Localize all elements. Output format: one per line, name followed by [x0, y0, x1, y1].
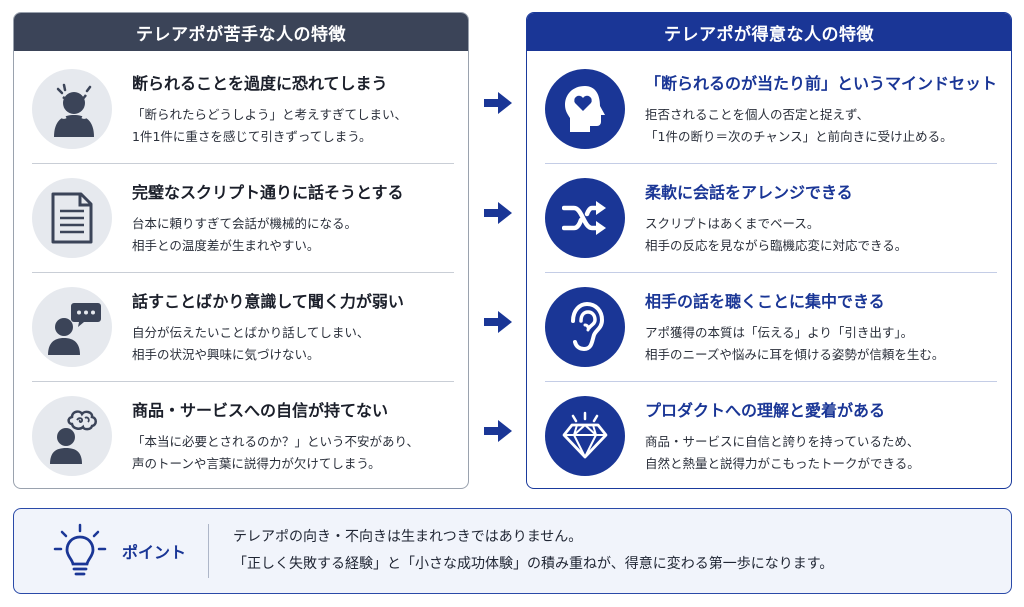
weak-trait-title: 話すことばかり意識して聞く力が弱い	[132, 292, 404, 311]
divider	[545, 272, 997, 273]
anxious-person-icon	[32, 69, 112, 149]
strong-trait-item: 「断られるのが当たり前」というマインドセット 拒否されることを個人の否定と捉えず…	[527, 55, 1011, 163]
strong-trait-desc: 相手のニーズや悩みに耳を傾ける姿勢が信頼を生む。	[645, 347, 945, 362]
weak-trait-desc: 声のトーンや言葉に説得力が欠けてしまう。	[132, 456, 381, 471]
divider	[32, 381, 454, 382]
strong-traits-panel: テレアポが得意な人の特徴 「断られるのが当たり前」というマインドセット 拒否され…	[526, 12, 1012, 489]
weak-trait-item: 話すことばかり意識して聞く力が弱い 自分が伝えたいことばかり話してしまい、 相手…	[14, 273, 468, 381]
weak-traits-header: テレアポが苦手な人の特徴	[14, 13, 468, 51]
strong-traits-header: テレアポが得意な人の特徴	[527, 13, 1011, 51]
point-box: ポイント テレアポの向き・不向きは生まれつきではありません。 「正しく失敗する経…	[13, 508, 1012, 594]
arrow-right-icon	[484, 311, 512, 333]
strong-trait-title: 相手の話を聴くことに集中できる	[645, 292, 885, 311]
weak-trait-title: 完璧なスクリプト通りに話そうとする	[132, 183, 404, 202]
divider	[545, 163, 997, 164]
divider	[32, 163, 454, 164]
weak-trait-desc: 「本当に必要とされるのか？」という不安があり、	[132, 434, 420, 449]
weak-trait-desc: 1件1件に重さを感じて引きずってしまう。	[132, 129, 372, 144]
document-icon	[32, 178, 112, 258]
strong-trait-desc: 拒否されることを個人の否定と捉えず、	[645, 107, 870, 122]
strong-trait-title: プロダクトへの理解と愛着がある	[645, 401, 886, 420]
strong-trait-desc: 商品・サービスに自信と誇りを持っているため、	[645, 434, 920, 449]
weak-trait-desc: 相手の状況や興味に気づけない。	[132, 347, 320, 362]
diamond-icon	[545, 396, 625, 476]
head-heart-icon	[545, 69, 625, 149]
arrow-right-icon	[484, 420, 512, 442]
weak-trait-item: 断られることを過度に恐れてしまう 「断られたらどうしよう」と考えすぎてしまい、 …	[14, 55, 468, 163]
strong-trait-item: 相手の話を聴くことに集中できる アポ獲得の本質は「伝える」より「引き出す」。 相…	[527, 273, 1011, 381]
strong-trait-item: プロダクトへの理解と愛着がある 商品・サービスに自信と誇りを持っているため、 自…	[527, 382, 1011, 490]
weak-trait-desc: 台本に頼りすぎて会話が機械的になる。	[132, 216, 358, 231]
weak-trait-title: 商品・サービスへの自信が持てない	[132, 401, 389, 420]
shuffle-icon	[545, 178, 625, 258]
divider	[545, 381, 997, 382]
weak-trait-desc: 相手との温度差が生まれやすい。	[132, 238, 320, 253]
point-text-line: テレアポの向き・不向きは生まれつきではありません。	[233, 529, 583, 545]
divider	[208, 524, 209, 578]
strong-trait-title: 「断られるのが当たり前」というマインドセット	[645, 74, 998, 93]
point-text-line: 「正しく失敗する経験」と「小さな成功体験」の積み重ねが、得意に変わる第一歩になり…	[233, 556, 834, 572]
strong-trait-desc: スクリプトはあくまでベース。	[645, 216, 820, 231]
point-label: ポイント	[122, 543, 187, 562]
weak-traits-panel: テレアポが苦手な人の特徴 断られることを過度に恐れてしまう 「断られたらどうしよ…	[13, 12, 469, 489]
ear-icon	[545, 287, 625, 367]
divider	[32, 272, 454, 273]
strong-trait-desc: 「1件の断り＝次のチャンス」と前向きに受け止める。	[645, 129, 953, 144]
lightbulb-icon	[50, 523, 110, 579]
weak-trait-item: 商品・サービスへの自信が持てない 「本当に必要とされるのか？」という不安があり、…	[14, 382, 468, 490]
strong-trait-desc: アポ獲得の本質は「伝える」より「引き出す」。	[645, 325, 914, 340]
strong-trait-desc: 自然と熱量と説得力がこもったトークができる。	[645, 456, 920, 471]
strong-trait-title: 柔軟に会話をアレンジできる	[645, 183, 853, 202]
weak-trait-desc: 自分が伝えたいことばかり話してしまい、	[132, 325, 370, 340]
arrow-right-icon	[484, 92, 512, 114]
arrow-right-icon	[484, 202, 512, 224]
strong-trait-desc: 相手の反応を見ながら臨機応変に対応できる。	[645, 238, 908, 253]
weak-trait-item: 完璧なスクリプト通りに話そうとする 台本に頼りすぎて会話が機械的になる。 相手と…	[14, 164, 468, 272]
weak-trait-title: 断られることを過度に恐れてしまう	[132, 74, 388, 93]
weak-trait-desc: 「断られたらどうしよう」と考えすぎてしまい、	[132, 107, 408, 122]
strong-trait-item: 柔軟に会話をアレンジできる スクリプトはあくまでベース。 相手の反応を見ながら臨…	[527, 164, 1011, 272]
person-speech-bubble-icon	[32, 287, 112, 367]
person-confused-cloud-icon	[32, 396, 112, 476]
